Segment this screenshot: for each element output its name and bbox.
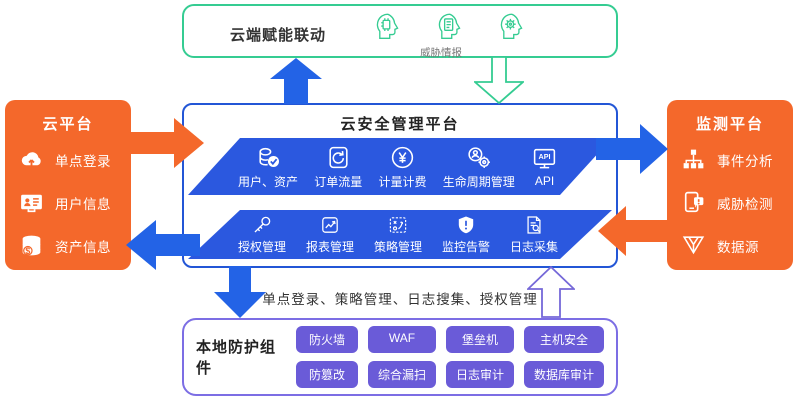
banner-item: 计量计费 (379, 144, 427, 190)
report-chart-icon (319, 214, 341, 236)
banner-item: 报表管理 (306, 214, 354, 255)
side-item-label: 单点登录 (55, 153, 111, 169)
shield-alert-icon (455, 214, 477, 236)
service-banner-row2: 授权管理 报表管理 策略管理 (188, 210, 612, 259)
banner-item-label: 生命周期管理 (442, 174, 515, 189)
cloud-empowerment-box: 云端赋能联动 (182, 4, 618, 59)
banner-item: 日志采集 (510, 214, 558, 255)
api-monitor-icon: API (531, 145, 558, 172)
banner-item-label: API (534, 174, 555, 188)
head-gear-icon (492, 10, 526, 44)
flow-capabilities-text: 单点登录、策略管理、日志搜集、授权管理 (262, 292, 538, 307)
side-item-label: 资产信息 (55, 239, 111, 255)
head-ai-chip-icon (368, 10, 402, 44)
list-item: $ 资产信息 (18, 232, 131, 259)
side-item-label: 威胁检测 (717, 196, 773, 212)
component-anti-tamper: 防篡改 (296, 361, 358, 388)
cloud-platform-title: 云平台 (42, 116, 94, 133)
head-checklist-icon (430, 10, 464, 44)
banner-item-label: 日志采集 (509, 240, 558, 254)
top-box-title: 云端赋能联动 (230, 27, 327, 44)
banner-item-label: 监控告警 (441, 240, 490, 254)
threat-intel-caption: 威胁情报 (420, 47, 462, 59)
banner-item-label: 用户、资产 (238, 174, 299, 189)
arrow-center-to-top-icon (270, 58, 322, 104)
list-item: 事件分析 (680, 146, 793, 173)
component-host-security: 主机安全 (524, 326, 605, 353)
strategy-board-icon (387, 214, 409, 236)
component-firewall: 防火墙 (296, 326, 358, 353)
order-sync-icon (325, 144, 352, 171)
banner-item-label: 授权管理 (238, 240, 287, 254)
lifecycle-icon (465, 144, 492, 171)
cloud-security-platform-box: 云安全管理平台 用户、资产 订单流量 (182, 103, 618, 268)
service-banner-row1: 用户、资产 订单流量 计量计费 (188, 138, 612, 195)
key-auth-icon (251, 214, 273, 236)
banner-item: API API (531, 145, 558, 188)
banner-item-label: 计量计费 (378, 174, 427, 189)
coins-check-icon (255, 144, 282, 171)
svg-text:$: $ (25, 246, 30, 256)
component-db-audit: 数据库审计 (524, 361, 605, 388)
arrow-center-to-bottom-icon (214, 266, 266, 318)
yen-billing-icon (389, 144, 416, 171)
arrow-top-to-center-icon (474, 56, 524, 104)
banner-item: 生命周期管理 (443, 144, 515, 190)
banner-item: 用户、资产 (238, 144, 298, 190)
side-item-label: 用户信息 (55, 196, 111, 212)
banner-item-label: 报表管理 (305, 240, 354, 254)
side-item-label: 事件分析 (717, 153, 773, 169)
component-waf: WAF (368, 326, 437, 353)
device-alert-icon (680, 189, 707, 216)
monitoring-platform-box: 监测平台 事件分析 威胁检测 (667, 100, 793, 270)
arrow-center-to-right-icon (596, 124, 668, 174)
monitoring-platform-title: 监测平台 (695, 116, 764, 133)
funnel-icon (680, 232, 707, 259)
id-card-icon (18, 189, 45, 216)
local-protection-box: 本地防护组件 防火墙 WAF 堡垒机 主机安全 防篡改 综合漏扫 日志审计 数据… (182, 318, 618, 396)
banner-item: 监控告警 (442, 214, 490, 255)
banner-item: 订单流量 (314, 144, 362, 190)
component-bastion: 堡垒机 (446, 326, 515, 353)
protection-components-grid: 防火墙 WAF 堡垒机 主机安全 防篡改 综合漏扫 日志审计 数据库审计 (296, 326, 605, 388)
banner-item: 授权管理 (238, 214, 286, 255)
list-item: 单点登录 (18, 146, 131, 173)
arrow-right-to-center-icon (598, 206, 670, 256)
list-item: 用户信息 (18, 189, 131, 216)
sitemap-icon (680, 146, 707, 173)
cloud-platform-box: 云平台 单点登录 用户信息 (5, 100, 131, 270)
cloud-sso-icon (18, 146, 45, 173)
head-icons-group (368, 10, 526, 44)
list-item: 数据源 (680, 232, 793, 259)
banner-item-label: 订单流量 (314, 174, 363, 189)
svg-text:API: API (538, 152, 550, 161)
bottom-box-title: 本地防护组件 (196, 339, 277, 377)
arrow-center-to-left-icon (126, 220, 200, 270)
list-item: 威胁检测 (680, 189, 793, 216)
component-log-audit: 日志审计 (446, 361, 515, 388)
banner-item: 策略管理 (374, 214, 422, 255)
center-box-title: 云安全管理平台 (340, 116, 460, 133)
arrow-bottom-to-center-icon (527, 266, 575, 318)
log-search-icon (523, 214, 545, 236)
component-vuln-scan: 综合漏扫 (368, 361, 437, 388)
banner-item-label: 策略管理 (373, 240, 422, 254)
side-item-label: 数据源 (717, 239, 759, 255)
asset-coins-icon: $ (18, 232, 45, 259)
arrow-left-to-center-icon (126, 118, 204, 168)
